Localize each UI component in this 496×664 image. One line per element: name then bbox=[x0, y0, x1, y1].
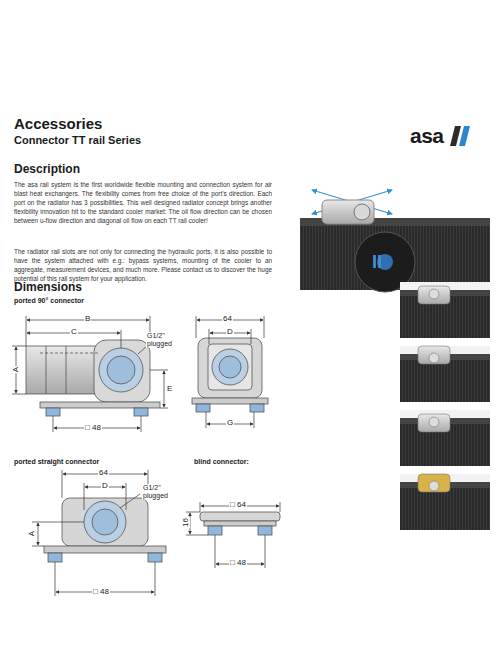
dimension-label: A bbox=[27, 530, 36, 537]
dimension-label: 64 bbox=[98, 468, 109, 477]
section-heading: blind connector: bbox=[194, 458, 249, 466]
body-text: The radiator rail slots are not only for… bbox=[14, 247, 272, 283]
dimension-label: □ 48 bbox=[84, 423, 102, 432]
blind-connector bbox=[200, 512, 280, 535]
connector-90-side bbox=[26, 340, 160, 416]
dimension-label: □ 48 bbox=[92, 587, 110, 596]
dimension-lines bbox=[12, 316, 168, 432]
dimension-label: D bbox=[226, 327, 234, 336]
dimension-lines bbox=[32, 470, 155, 596]
section-heading: Dimensions bbox=[14, 281, 82, 295]
section-heading: Description bbox=[14, 163, 80, 177]
connector-photos bbox=[400, 282, 490, 530]
section-heading: ported straight connector bbox=[14, 458, 99, 466]
brand-logo: asa bbox=[410, 124, 444, 148]
connector-90-front bbox=[192, 338, 268, 412]
dimension-label: E bbox=[166, 384, 173, 393]
dimension-label: G bbox=[226, 418, 234, 427]
dimension-lines bbox=[196, 316, 264, 428]
body-text: The asa rail system is the first worldwi… bbox=[14, 180, 272, 225]
thread-callout: G1/2" plugged bbox=[146, 332, 182, 348]
svg-text:II: II bbox=[372, 252, 382, 272]
thread-callout: G1/2" plugged bbox=[142, 484, 178, 500]
dimension-label: C bbox=[70, 327, 78, 336]
dimension-label: □ 48 bbox=[229, 558, 247, 567]
dimension-label: 16 bbox=[181, 517, 190, 528]
dimension-label: A bbox=[11, 366, 20, 373]
section-heading: Connector TT rail Series bbox=[14, 134, 141, 147]
dimension-label: 64 bbox=[222, 314, 233, 323]
straight-connector bbox=[44, 498, 166, 562]
page-title: Accessories bbox=[14, 115, 102, 132]
dimension-label: D bbox=[101, 481, 109, 490]
dimension-label: B bbox=[84, 314, 91, 323]
cooler-photo: II bbox=[300, 190, 490, 292]
section-heading: ported 90° connector bbox=[14, 297, 84, 305]
logo-mark bbox=[450, 126, 470, 146]
dimension-lines bbox=[186, 502, 280, 568]
dimension-label: □ 64 bbox=[229, 500, 247, 509]
